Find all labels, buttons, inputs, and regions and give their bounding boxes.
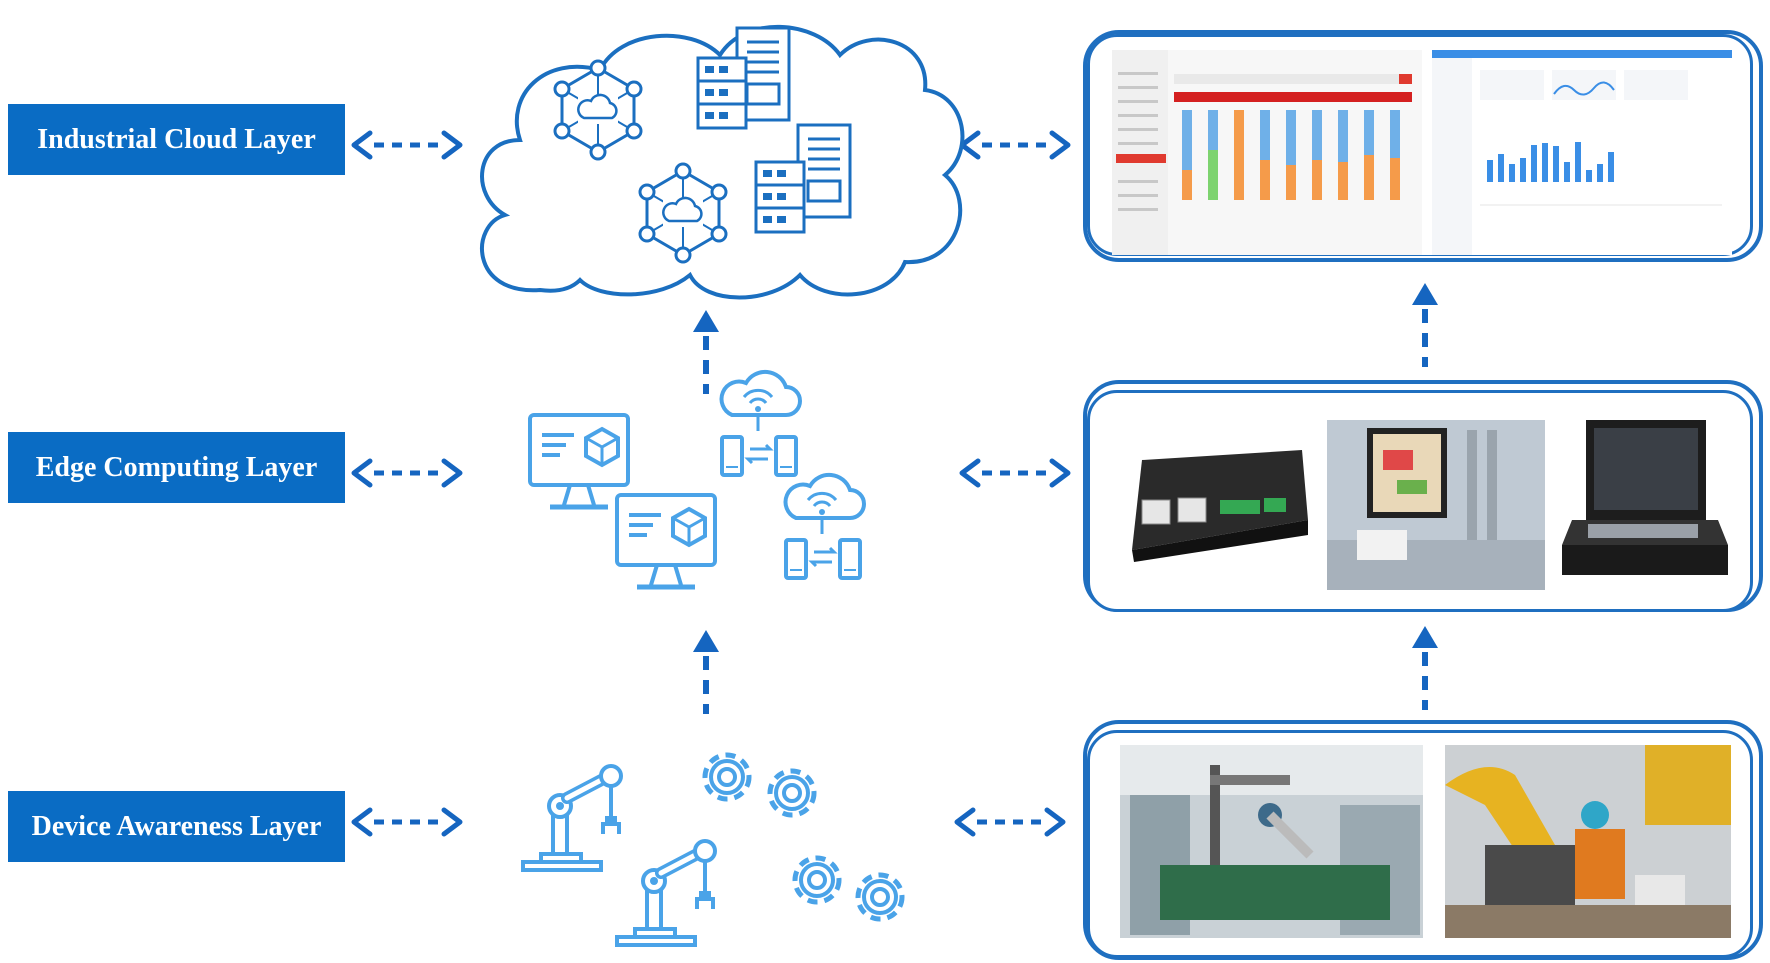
monitor-icon	[617, 495, 715, 587]
edge-terminal-photo	[1327, 420, 1545, 590]
industrial-laptop-photo	[1558, 420, 1728, 585]
dashboard-screenshot	[1112, 50, 1732, 255]
double-arrow-icon	[962, 461, 1068, 485]
cloud-sync-icon	[783, 472, 866, 580]
edge-gateway-photo	[1112, 440, 1312, 565]
double-arrow-icon	[962, 133, 1068, 157]
gear-icon	[705, 755, 749, 799]
up-arrow-icon	[693, 310, 719, 394]
up-arrow-icon	[1412, 283, 1438, 367]
double-arrow-icon	[354, 810, 460, 834]
robot-arm-icon	[523, 766, 621, 870]
gear-icon	[770, 771, 814, 815]
server-rack-icon	[696, 56, 748, 130]
cloud-panel	[1083, 30, 1763, 262]
robot-arm-icon	[617, 841, 715, 945]
layer-label-edge-text: Edge Computing Layer	[35, 451, 318, 483]
gear-icon	[795, 858, 839, 902]
layer-label-device: Device Awareness Layer	[8, 791, 345, 862]
layer-label-edge: Edge Computing Layer	[8, 432, 345, 503]
double-arrow-icon	[354, 461, 460, 485]
cloud-sync-icon	[719, 369, 802, 477]
up-arrow-icon	[1412, 626, 1438, 710]
gear-icon	[858, 875, 902, 919]
layer-label-cloud-text: Industrial Cloud Layer	[37, 123, 316, 155]
monitor-icon	[530, 415, 628, 507]
layer-label-cloud: Industrial Cloud Layer	[8, 104, 345, 175]
layer-label-device-text: Device Awareness Layer	[31, 810, 322, 842]
industrial-robot-photo	[1445, 745, 1731, 938]
server-rack-icon	[754, 160, 806, 234]
up-arrow-icon	[693, 630, 719, 714]
server-icon	[796, 123, 852, 219]
double-arrow-icon	[354, 133, 460, 157]
double-arrow-icon	[957, 810, 1063, 834]
device-panel	[1083, 720, 1763, 960]
cobot-workstation-photo	[1120, 745, 1423, 938]
